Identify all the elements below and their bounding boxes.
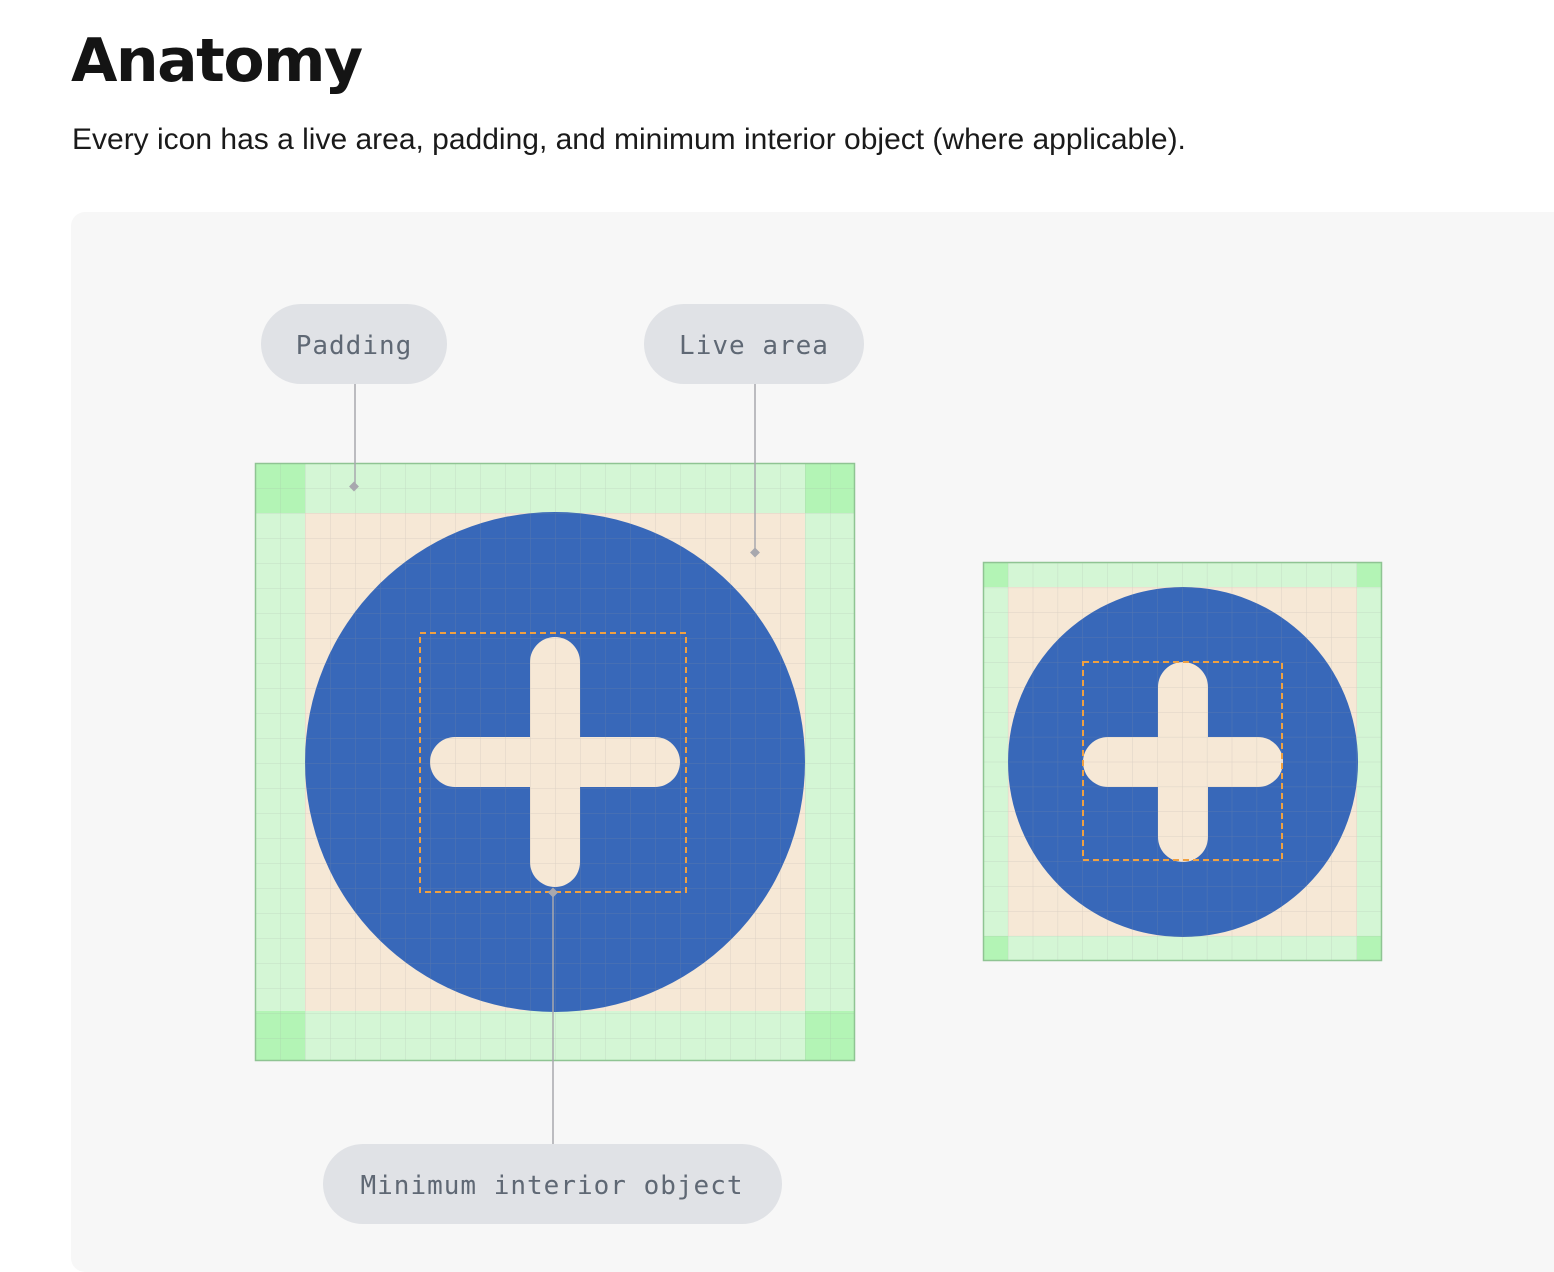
icon-frame <box>254 462 856 1062</box>
minimum-interior-marker <box>548 887 558 898</box>
icon-frame <box>982 561 1383 962</box>
live-area-pill <box>644 304 864 384</box>
minimum-interior-callout: Minimum interior object <box>323 887 782 1224</box>
minimum-interior-pill <box>323 1144 782 1224</box>
add-circle-small-icon <box>982 561 1383 962</box>
minimum-interior-keyline <box>419 632 687 893</box>
padding-marker <box>349 481 359 492</box>
anatomy-diagram: Padding Live area Minimum interior objec… <box>254 304 1383 1224</box>
page-description: Every icon has a live area, padding, and… <box>72 123 1186 156</box>
padding-pill <box>261 304 447 384</box>
page-title: Anatomy <box>71 26 363 96</box>
grid-overlay <box>255 463 855 1061</box>
padding-label: Padding <box>296 331 413 361</box>
live-area-callout: Live area <box>644 304 864 558</box>
minimum-interior-label: Minimum interior object <box>360 1171 743 1201</box>
live-area-label: Live area <box>679 331 829 361</box>
minimum-interior-keyline <box>1082 661 1283 861</box>
add-circle-large-icon <box>254 462 856 1062</box>
padding-callout: Padding <box>261 304 447 492</box>
live-area-marker <box>750 547 760 558</box>
grid-overlay <box>983 562 1382 961</box>
